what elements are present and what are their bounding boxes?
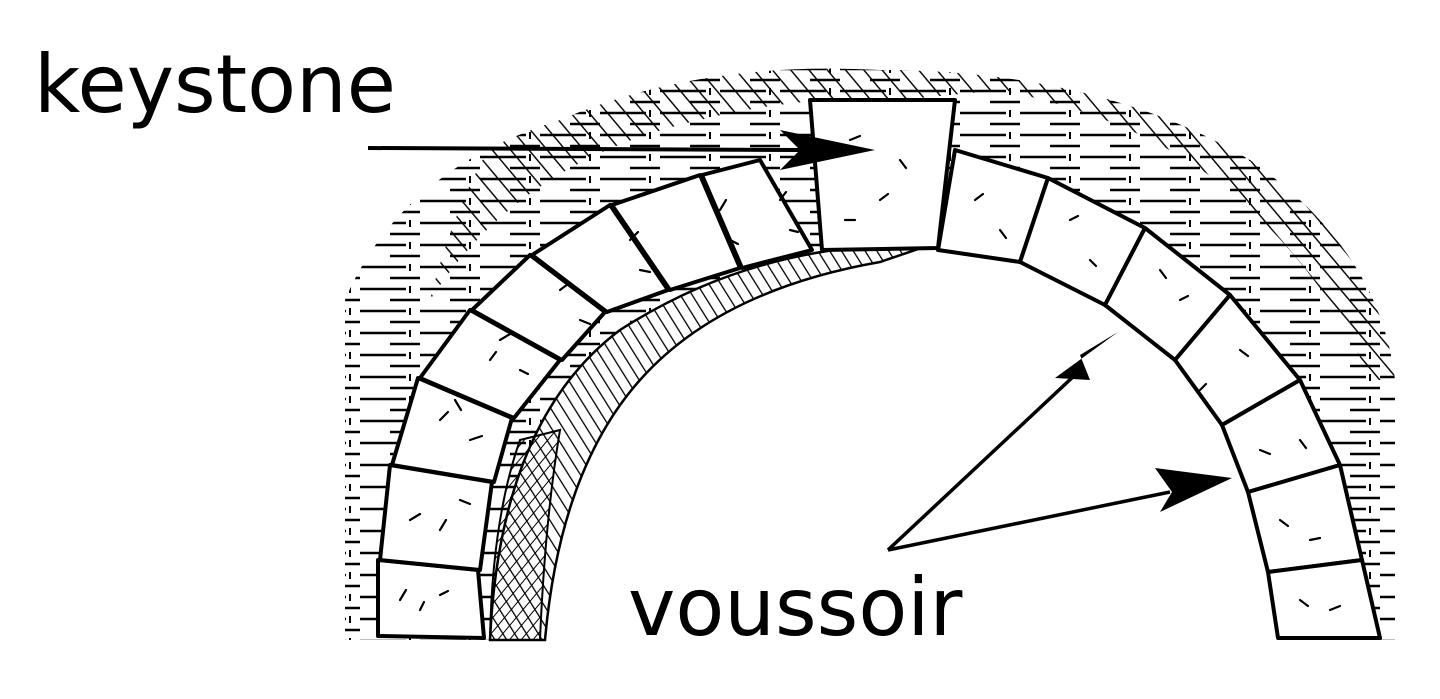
- arch-opening: [490, 244, 1280, 640]
- keystone-label: keystone: [34, 38, 396, 131]
- voussoir-stones: [376, 98, 1382, 640]
- voussoir-arrow-lower: [887, 468, 1232, 552]
- voussoir-arrow-upper: [886, 332, 1118, 552]
- voussoir-stone: [1266, 558, 1382, 640]
- stone-texture: [398, 134, 1342, 612]
- voussoir-stone: [700, 158, 814, 270]
- left-jamb: [488, 428, 562, 641]
- keystone-stone: [808, 98, 957, 252]
- voussoir-label: voussoir: [628, 561, 963, 654]
- keystone-arrow: [367, 130, 875, 170]
- voussoir-stone: [376, 558, 486, 640]
